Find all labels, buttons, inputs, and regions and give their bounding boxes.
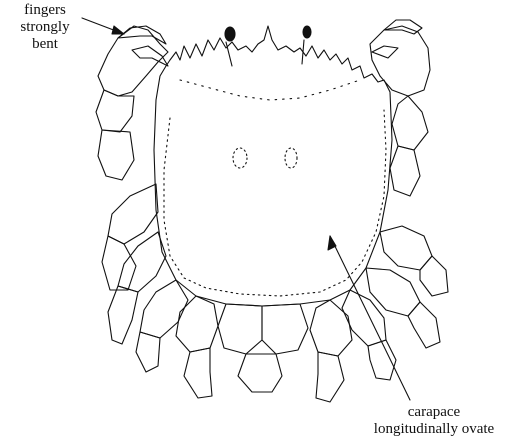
left-merus xyxy=(96,90,134,132)
carapace-outline xyxy=(154,26,392,306)
left-finger-lower xyxy=(132,46,168,66)
right-cheliped xyxy=(370,26,430,96)
carapace-pointer-arrowhead xyxy=(328,236,336,250)
carapace-label-line-2: longitudinally ovate xyxy=(352,421,516,438)
right-leg-2-dactyl xyxy=(408,302,440,348)
left-leg-4-dactyl xyxy=(184,348,212,398)
carapace-label: carapace longitudinally ovate xyxy=(352,404,516,438)
right-leg-1-segment xyxy=(420,256,448,296)
right-merus xyxy=(392,96,428,150)
left-leg-4 xyxy=(176,296,218,352)
right-leg-2 xyxy=(366,268,420,316)
left-leg-2 xyxy=(118,232,166,292)
fingers-pointer-arrowhead xyxy=(112,26,124,34)
gastric-pit-left xyxy=(233,148,247,168)
carapace-label-line-1: carapace xyxy=(352,404,516,421)
fingers-label-line-2: strongly xyxy=(2,19,88,36)
eye-left-icon xyxy=(225,27,235,41)
carapace-pointer-line xyxy=(330,236,410,400)
abdomen-tip xyxy=(238,354,282,392)
gastric-groove xyxy=(180,80,360,100)
right-leg-1 xyxy=(380,226,432,270)
right-leg-4 xyxy=(310,300,352,356)
right-carpus xyxy=(390,146,420,196)
right-finger-lower xyxy=(372,46,398,58)
fingers-label: fingers strongly bent xyxy=(2,2,88,53)
left-leg-3 xyxy=(140,280,188,338)
right-leg-3-dactyl xyxy=(368,340,396,380)
right-finger-upper xyxy=(384,20,422,34)
left-leg-1 xyxy=(108,184,158,244)
right-leg-4-dactyl xyxy=(316,352,344,402)
fingers-label-line-3: bent xyxy=(2,36,88,53)
eye-right-icon xyxy=(303,26,311,38)
abdomen-plate-left xyxy=(218,304,262,354)
left-leg-2-dactyl xyxy=(108,286,138,344)
eye-stalk-right xyxy=(302,40,304,64)
left-leg-3-dactyl xyxy=(136,332,160,372)
left-carpus xyxy=(98,130,134,180)
carapace-dotted-margin xyxy=(164,110,386,296)
gastric-pit-right xyxy=(285,148,297,168)
fingers-label-line-1: fingers xyxy=(2,2,88,19)
abdomen-plate-right xyxy=(262,304,308,354)
